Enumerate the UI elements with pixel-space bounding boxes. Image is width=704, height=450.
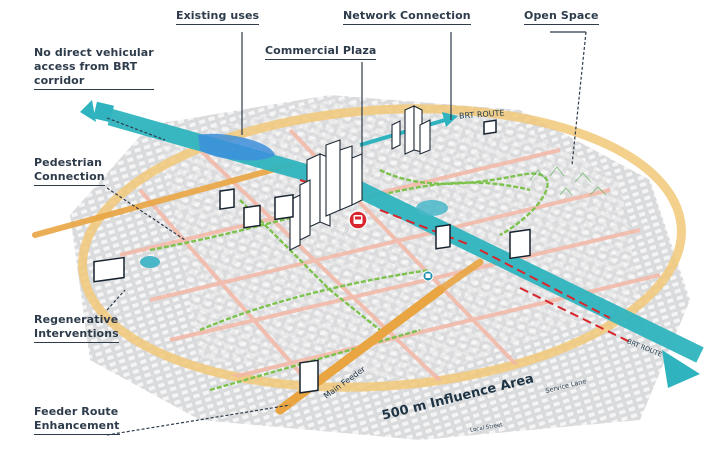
callout-pedestrian-line2: Connection bbox=[34, 170, 105, 186]
callout-feeder-line2: Enhancement bbox=[34, 419, 120, 435]
leader-lines bbox=[106, 31, 587, 436]
callout-feeder-line1: Feeder Route bbox=[34, 405, 119, 418]
bus-station-icon bbox=[348, 210, 368, 230]
callout-commercial-plaza-text: Commercial Plaza bbox=[265, 44, 377, 60]
callout-regenerative-line2: Interventions bbox=[34, 327, 119, 343]
callout-feeder: Feeder Route Enhancement bbox=[34, 405, 120, 435]
callout-regenerative: Regenerative Interventions bbox=[34, 313, 119, 343]
brt-arrow-head-left bbox=[80, 100, 96, 122]
callout-pedestrian: Pedestrian Connection bbox=[34, 156, 105, 186]
callout-open-space: Open Space bbox=[524, 9, 599, 25]
influence-area-ring bbox=[78, 104, 686, 392]
callout-network-connection-text: Network Connection bbox=[343, 9, 471, 25]
callout-no-vehicular-line2: access from BRT bbox=[34, 60, 138, 73]
callout-existing-uses-text: Existing uses bbox=[176, 9, 260, 25]
commercial-plaza-towers bbox=[289, 139, 363, 251]
callout-network-connection: Network Connection bbox=[343, 9, 471, 25]
callout-no-vehicular: No direct vehicular access from BRT corr… bbox=[34, 46, 154, 90]
highlighted-buildings bbox=[93, 119, 531, 394]
open-space-water bbox=[140, 133, 607, 268]
callout-pedestrian-line1: Pedestrian bbox=[34, 156, 103, 169]
callout-commercial-plaza: Commercial Plaza bbox=[265, 44, 377, 60]
callout-no-vehicular-line3: corridor bbox=[34, 74, 154, 90]
callout-no-vehicular-line1: No direct vehicular bbox=[34, 46, 154, 59]
brt-arrow-head-right bbox=[662, 350, 700, 388]
network-connection-towers bbox=[391, 105, 431, 155]
callout-regenerative-line1: Regenerative bbox=[34, 313, 119, 326]
callout-open-space-text: Open Space bbox=[524, 9, 599, 25]
brt-route-arrow-top bbox=[359, 112, 458, 147]
callout-existing-uses: Existing uses bbox=[176, 9, 260, 25]
bus-stop-icon bbox=[422, 270, 434, 282]
